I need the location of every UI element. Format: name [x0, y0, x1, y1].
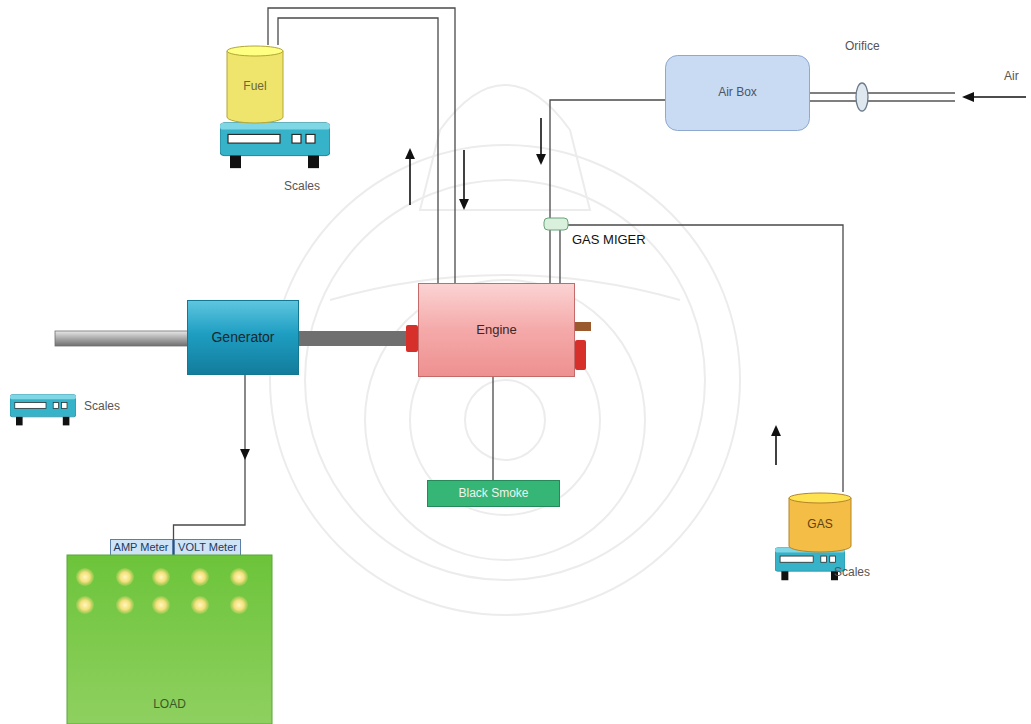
- node-text: LOAD: [153, 698, 186, 712]
- lamp: [230, 596, 248, 614]
- tank-body: [789, 498, 851, 552]
- scale: [10, 395, 76, 426]
- air-arrow: [962, 92, 1026, 102]
- fuel-tank: Fuel: [226, 45, 284, 123]
- orifice-label: Orifice: [845, 40, 880, 54]
- air-box: Air Box: [665, 55, 810, 131]
- lamp: [230, 568, 248, 586]
- pipe-path: [560, 225, 843, 492]
- node-text: AMP Meter: [114, 541, 169, 554]
- box-outline: [419, 284, 575, 377]
- box-outline: [188, 301, 299, 375]
- meter-box: VOLT Meter: [174, 539, 241, 556]
- arrow-head: [459, 199, 469, 210]
- tank-top: [789, 493, 851, 503]
- box-outline: [110, 540, 172, 556]
- node-text: Black Smoke: [458, 487, 528, 501]
- pipe-line: [536, 100, 665, 283]
- lamp: [76, 568, 94, 586]
- engine-box: Engine: [418, 283, 575, 377]
- gas-mixer: [544, 218, 568, 230]
- pipe-path: [550, 100, 665, 283]
- tank-top: [227, 46, 283, 56]
- watermark: [270, 85, 740, 615]
- meter-box: AMP Meter: [110, 539, 173, 556]
- exhaust-box: Black Smoke: [427, 480, 560, 507]
- box-outline: [175, 540, 241, 556]
- pipe-line: [493, 377, 494, 480]
- fitting: [575, 322, 591, 331]
- arrow-head: [405, 148, 415, 159]
- inlet-label: Air: [1004, 70, 1019, 84]
- node-text: GAS: [807, 518, 832, 532]
- orifice-symbol: [856, 83, 868, 111]
- arrow-head: [771, 425, 781, 436]
- lamp: [152, 568, 170, 586]
- arrow-head: [240, 449, 250, 460]
- lamp: [116, 596, 134, 614]
- generator-box: Generator: [187, 300, 299, 375]
- tank-body: [227, 51, 283, 123]
- pipe-path: [278, 18, 438, 283]
- node-text: Generator: [211, 329, 274, 345]
- pipe-line: [560, 225, 843, 492]
- pipe-path: [492, 377, 493, 480]
- mixer-label: GAS MIGER: [572, 233, 646, 248]
- flow-arrow: [463, 150, 465, 202]
- scale-label: Scales: [84, 400, 120, 414]
- node-text: VOLT Meter: [178, 541, 237, 554]
- scale: [220, 123, 330, 168]
- gas-tank: GAS: [788, 492, 852, 552]
- shaft: [55, 331, 188, 346]
- lamp: [116, 568, 134, 586]
- fitting: [575, 340, 586, 370]
- node-text: Fuel: [243, 80, 266, 94]
- flow-arrow: [540, 118, 542, 157]
- pipe-path: [268, 8, 455, 283]
- lamp: [152, 596, 170, 614]
- coupling: [406, 325, 418, 352]
- flow-arrow: [775, 433, 777, 465]
- pipe-line: [174, 375, 250, 555]
- node-text: Air Box: [718, 86, 757, 100]
- pipe-line: [278, 18, 438, 283]
- lamp: [76, 596, 94, 614]
- scale-label: Scales: [834, 566, 870, 580]
- shaft-body: [299, 332, 418, 345]
- pipe-line: [268, 8, 469, 283]
- flow-arrow: [409, 156, 411, 205]
- scale-label: Scales: [284, 180, 320, 194]
- arrow-head: [536, 154, 546, 165]
- box-outline: [428, 481, 560, 507]
- box-outline: [666, 56, 810, 131]
- pipe-path: [174, 375, 246, 555]
- panel-outline: [67, 555, 272, 724]
- air-pipe: [810, 93, 955, 101]
- shaft-edge: [299, 331, 418, 346]
- lamp: [191, 596, 209, 614]
- load-panel: LOAD: [67, 555, 272, 724]
- shaft: [299, 325, 418, 352]
- node-text: Engine: [476, 323, 516, 338]
- lamp: [191, 568, 209, 586]
